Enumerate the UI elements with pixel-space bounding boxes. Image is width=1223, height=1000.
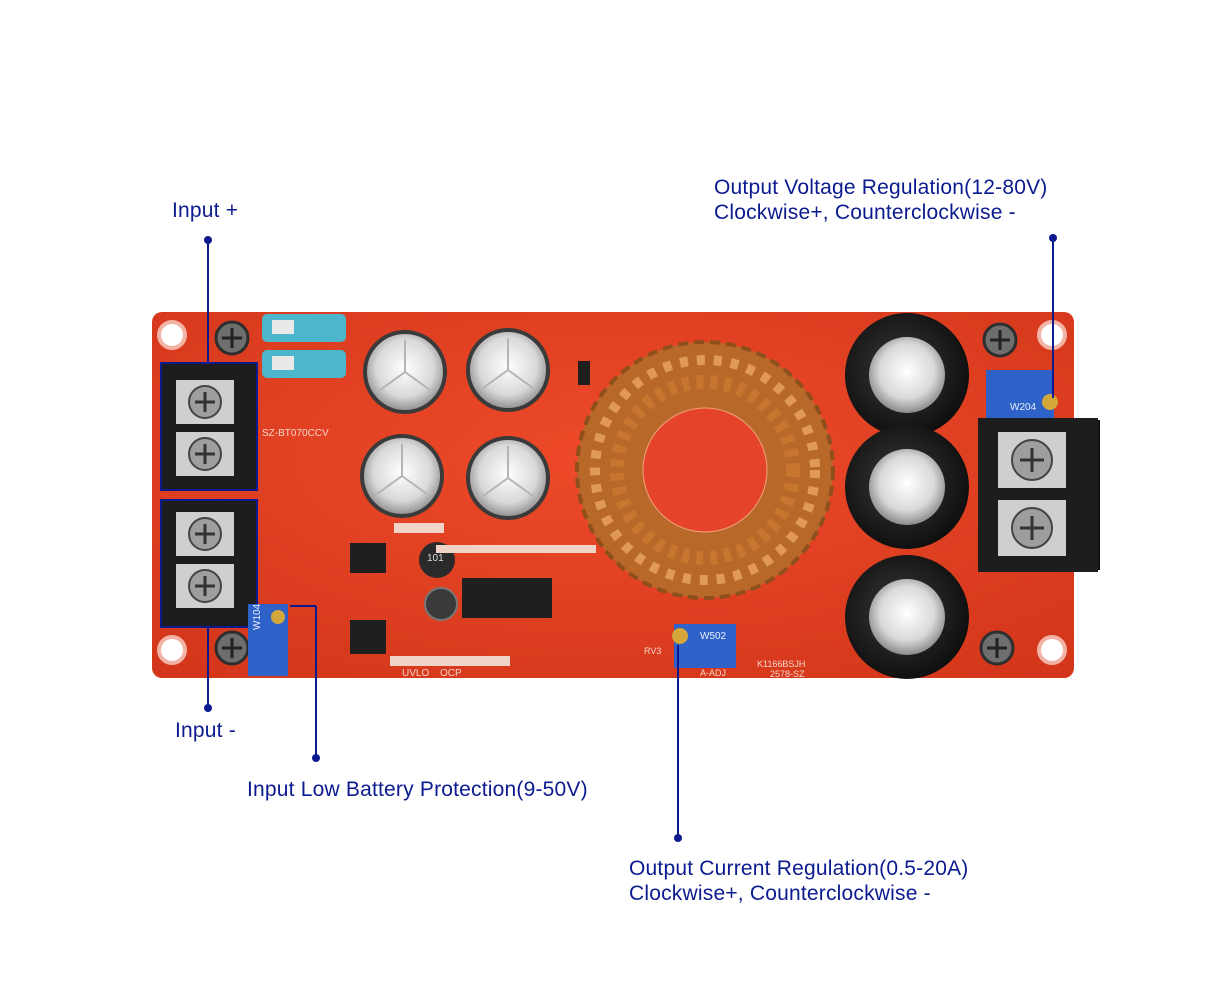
callout-input-minus: Input - bbox=[175, 719, 236, 742]
fuses bbox=[262, 314, 346, 378]
input-capacitors bbox=[360, 328, 550, 520]
pot-uvlo-marking: W104 bbox=[252, 603, 263, 630]
callout-output-current-line1: Output Current Regulation(0.5-20A) bbox=[629, 857, 969, 880]
output-terminal-block bbox=[978, 418, 1100, 572]
callout-output-voltage-line2: Clockwise+, Counterclockwise - bbox=[714, 201, 1016, 224]
silk-a-adj: A-ADJ bbox=[700, 668, 727, 678]
pot-voltage-marking: W204 bbox=[1010, 402, 1037, 413]
silk-part-code-2: 2578-SZ bbox=[770, 669, 805, 679]
callout-low-battery: Input Low Battery Protection(9-50V) bbox=[247, 778, 588, 801]
silk-part-code: K1166BSJH bbox=[757, 659, 806, 669]
silk-model: SZ-BT070CCV bbox=[262, 428, 329, 439]
silk-rv3: RV3 bbox=[644, 646, 662, 656]
callout-lines bbox=[204, 234, 1057, 842]
silk-ocp: OCP bbox=[440, 668, 462, 679]
output-capacitors bbox=[845, 313, 969, 679]
board-screws bbox=[214, 320, 1018, 666]
pot-current-marking: W502 bbox=[700, 631, 727, 642]
input-terminal-block bbox=[160, 362, 258, 628]
inductor-marking: 101 bbox=[427, 553, 444, 564]
ics-and-smd-parts bbox=[350, 361, 596, 666]
callout-output-current-line2: Clockwise+, Counterclockwise - bbox=[629, 882, 931, 905]
callout-input-plus: Input + bbox=[172, 199, 239, 222]
toroid-inductor bbox=[575, 340, 835, 600]
silk-uvlo: UVLO bbox=[402, 668, 430, 679]
trim-potentiometers bbox=[248, 370, 1058, 676]
callout-output-voltage-line1: Output Voltage Regulation(12-80V) bbox=[714, 176, 1048, 199]
